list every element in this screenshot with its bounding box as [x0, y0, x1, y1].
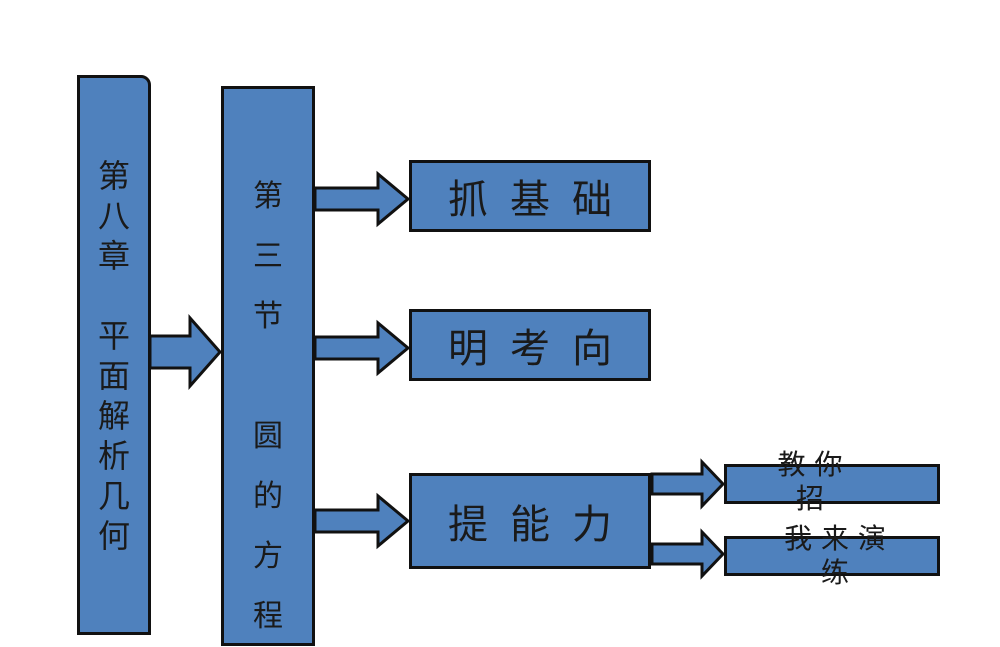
connector-arrows	[148, 170, 726, 580]
section-title-char: 圆	[253, 419, 283, 454]
arrow-to-kaoxiang	[313, 319, 411, 377]
section-title-char: 方	[253, 539, 283, 574]
arrow-to-nengli	[313, 492, 411, 550]
subitem-yanlian-label: 我 来 演 练	[750, 522, 920, 590]
arrow-to-jichu	[313, 170, 411, 228]
subitem-jiaoni-line-2: 招	[795, 482, 824, 515]
arrow-to-sub1	[650, 458, 726, 510]
section-box: 第三节 圆的方程	[221, 86, 315, 646]
item-jichu-label: 抓基础	[448, 177, 634, 223]
section-title-char: 节	[253, 299, 283, 334]
subitem-yanlian-line-1: 我 来 演	[784, 522, 886, 555]
section-title-char: 三	[253, 239, 283, 274]
chapter-title-char: 何	[97, 517, 130, 555]
chapter-title-char: 析	[97, 437, 130, 475]
subitem-yanlian-box[interactable]	[724, 536, 940, 576]
chapter-box: 第八章 平面解析几何	[77, 75, 151, 635]
chapter-title-char: 几	[97, 477, 130, 515]
subitem-jiaoni-label: 教 你 招	[750, 448, 870, 516]
section-title: 第三节 圆的方程	[224, 167, 312, 647]
chapter-title-char	[80, 276, 148, 316]
chapter-title-char: 章	[97, 237, 130, 275]
item-nengli-label: 提能力	[448, 502, 634, 548]
section-title-char	[224, 347, 312, 407]
subitem-jiaoni-box[interactable]	[724, 464, 940, 504]
item-kaoxiang-label: 明考向	[448, 326, 634, 372]
section-title-char: 程	[253, 599, 283, 634]
chapter-title: 第八章 平面解析几何	[80, 156, 148, 556]
chapter-title-char: 平	[97, 317, 130, 355]
item-nengli-box[interactable]: 提能力	[409, 473, 651, 569]
subitem-jiaoni-line-1: 教 你	[777, 448, 843, 481]
item-jichu-box[interactable]: 抓基础	[409, 160, 651, 232]
section-title-char: 第	[253, 179, 283, 214]
subitem-yanlian-line-2: 练	[820, 556, 849, 589]
item-kaoxiang-box[interactable]: 明考向	[409, 309, 651, 381]
chapter-title-char: 八	[97, 197, 130, 235]
arrow-chapter-to-section	[148, 314, 223, 390]
chapter-title-char: 解	[97, 397, 130, 435]
arrow-to-sub2	[650, 528, 726, 580]
chapter-title-char: 面	[97, 357, 130, 395]
chapter-title-char: 第	[97, 157, 130, 195]
section-title-char: 的	[253, 479, 283, 514]
